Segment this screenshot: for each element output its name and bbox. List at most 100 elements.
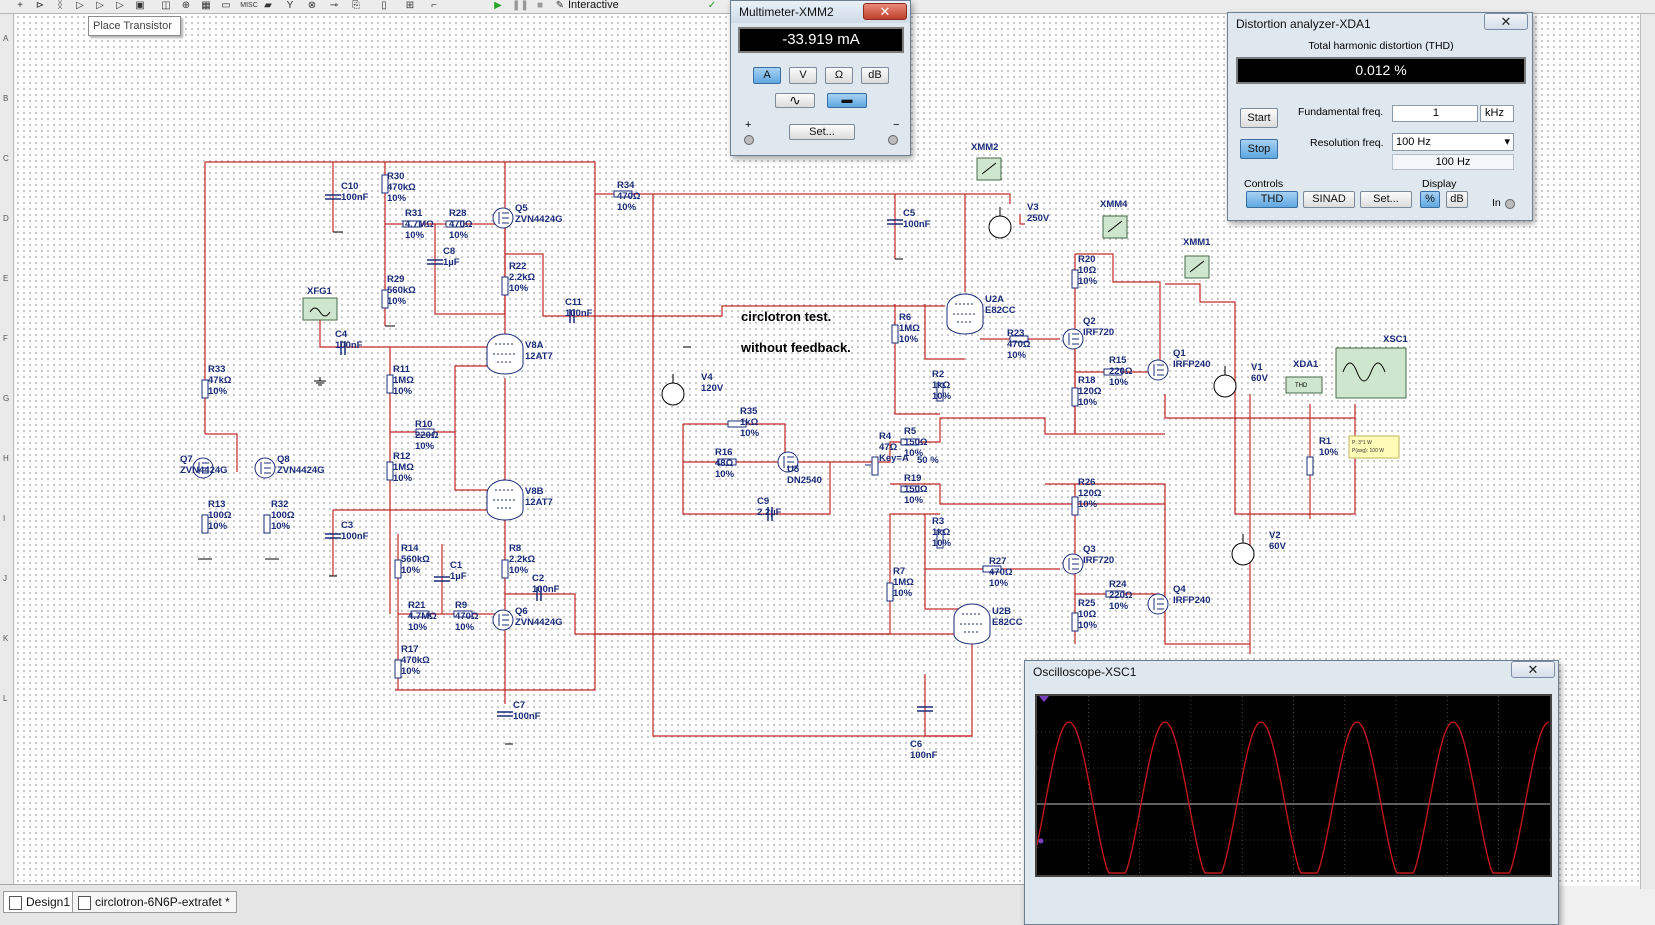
component-r24[interactable] <box>1105 590 1125 598</box>
component-c7[interactable] <box>497 711 513 717</box>
sinad-button[interactable]: SINAD <box>1303 191 1355 208</box>
component-xsc1[interactable] <box>1335 347 1407 399</box>
tab-design1[interactable]: Design1 <box>3 891 78 913</box>
component-c8[interactable] <box>427 259 443 265</box>
component-r4[interactable] <box>865 456 879 476</box>
chevron-down-icon[interactable]: ▾ <box>1504 136 1510 148</box>
component-r18[interactable] <box>1071 387 1079 407</box>
close-icon[interactable]: ✕ <box>1511 661 1555 678</box>
multimeter-set-button[interactable]: Set... <box>789 124 855 140</box>
component-r26[interactable] <box>1071 496 1079 516</box>
wire-icon[interactable]: ⌐ <box>431 0 437 11</box>
component-q5[interactable] <box>492 207 514 229</box>
close-icon[interactable]: ✕ <box>1484 13 1528 30</box>
component-q6[interactable] <box>492 609 514 631</box>
ttl-icon[interactable]: ▷ <box>96 0 104 11</box>
component-c6[interactable] <box>917 706 933 712</box>
indicator-icon[interactable]: ◫ <box>161 0 171 11</box>
component-r21[interactable] <box>410 610 430 618</box>
thd-button[interactable]: THD <box>1246 191 1298 208</box>
ac-sine-button[interactable]: ∿ <box>775 93 815 108</box>
power-icon[interactable]: ⊕ <box>181 0 191 11</box>
connector-icon[interactable]: ⊗ <box>307 0 317 11</box>
stop-button[interactable]: Stop <box>1240 139 1278 159</box>
oscilloscope-window[interactable]: Oscilloscope-XSC1 ✕ <box>1024 660 1559 925</box>
component-r29[interactable] <box>381 289 389 309</box>
resolution-freq-select[interactable]: 100 Hz ▾ <box>1392 133 1514 151</box>
fundamental-freq-input[interactable]: 1 <box>1392 105 1478 122</box>
component-v4[interactable] <box>661 374 685 406</box>
electromech-icon[interactable]: ▰ <box>264 0 272 11</box>
oscilloscope-title[interactable]: Oscilloscope-XSC1 <box>1025 661 1558 683</box>
component-r6[interactable] <box>891 324 899 344</box>
component-v8a[interactable] <box>486 333 524 375</box>
component-u2b[interactable] <box>953 603 991 645</box>
components-layer[interactable]: THD <box>192 157 1407 717</box>
trash-icon[interactable]: ▯ <box>381 0 387 11</box>
component-xda1[interactable]: THD <box>1285 376 1323 394</box>
stop-icon[interactable]: ■ <box>536 0 544 11</box>
component-c5[interactable] <box>887 219 903 225</box>
component-r13[interactable] <box>201 514 209 534</box>
component-r20[interactable] <box>1071 269 1079 289</box>
component-xfg1[interactable] <box>302 297 338 321</box>
start-button[interactable]: Start <box>1240 108 1278 128</box>
component-r31[interactable] <box>402 220 422 228</box>
hierarchy-icon[interactable]: ⊞ <box>405 0 415 11</box>
component-r35[interactable] <box>727 420 747 428</box>
percent-button[interactable]: % <box>1420 191 1440 208</box>
transistor-icon[interactable]: ᛝ <box>57 0 63 11</box>
component-q7[interactable] <box>192 457 214 479</box>
component-c4[interactable] <box>340 341 346 355</box>
oscilloscope-screen[interactable] <box>1035 694 1552 877</box>
mode-ohm-button[interactable]: Ω <box>825 67 853 84</box>
component-r34[interactable] <box>613 190 633 198</box>
interactive-label[interactable]: Interactive <box>568 0 619 11</box>
fundamental-unit[interactable]: kHz <box>1480 105 1514 122</box>
component-r8[interactable] <box>501 559 509 579</box>
component-u2a[interactable] <box>946 293 984 335</box>
component-r12[interactable] <box>386 461 394 481</box>
diode-icon[interactable]: ⊳ <box>35 0 45 11</box>
probe-icon[interactable]: ⊸ <box>329 0 339 11</box>
component-v1[interactable] <box>1213 366 1237 398</box>
schematic-canvas[interactable]: THD R30470kΩ10%C10100nFR314.7MΩ10%R28470… <box>15 14 1640 886</box>
component-r10[interactable] <box>415 428 435 436</box>
component-r1[interactable] <box>1306 456 1314 476</box>
component-xmm1[interactable] <box>1184 255 1210 279</box>
check-icon[interactable]: ✓ <box>707 0 717 11</box>
plus-terminal[interactable] <box>744 135 754 145</box>
cmos-icon[interactable]: ▷ <box>116 0 124 11</box>
component-r27[interactable] <box>982 565 1002 573</box>
trigger-marker-icon[interactable] <box>1039 696 1049 702</box>
component-r9[interactable] <box>453 610 473 618</box>
analog-icon[interactable]: ▷ <box>76 0 84 11</box>
distortion-set-button[interactable]: Set... <box>1360 191 1412 208</box>
component-r28[interactable] <box>445 220 465 228</box>
component-c1[interactable] <box>434 576 450 582</box>
distortion-analyzer-window[interactable]: Distortion analyzer-XDA1 ✕ Total harmoni… <box>1227 12 1533 221</box>
rf-icon[interactable]: ▭ <box>221 0 231 11</box>
component-r17[interactable] <box>394 659 402 679</box>
component-q1[interactable] <box>1147 359 1169 381</box>
db-button[interactable]: dB <box>1446 191 1468 208</box>
component-q8[interactable] <box>254 457 276 479</box>
component-r11[interactable] <box>386 374 394 394</box>
distortion-title[interactable]: Distortion analyzer-XDA1 <box>1228 13 1532 35</box>
component-v8b[interactable] <box>486 479 524 521</box>
probe-tag[interactable]: P: 3°1 W P(avg): 100 W <box>1348 435 1400 459</box>
component-v2[interactable] <box>1231 534 1255 566</box>
component-r32[interactable] <box>263 514 271 534</box>
plus-icon[interactable]: + <box>17 0 23 11</box>
component-q3[interactable] <box>1062 553 1084 575</box>
component-r23[interactable] <box>1009 335 1029 343</box>
component-v3[interactable] <box>988 207 1012 239</box>
dc-button[interactable]: ▬ <box>827 93 867 108</box>
component-r22[interactable] <box>501 276 509 296</box>
component-q4[interactable] <box>1147 593 1169 615</box>
component-r3[interactable] <box>936 529 944 549</box>
component-c9[interactable] <box>767 507 773 521</box>
component-r2[interactable] <box>936 382 944 402</box>
input-terminal[interactable] <box>1505 199 1515 209</box>
pause-icon[interactable]: ❚❚ <box>512 0 529 11</box>
